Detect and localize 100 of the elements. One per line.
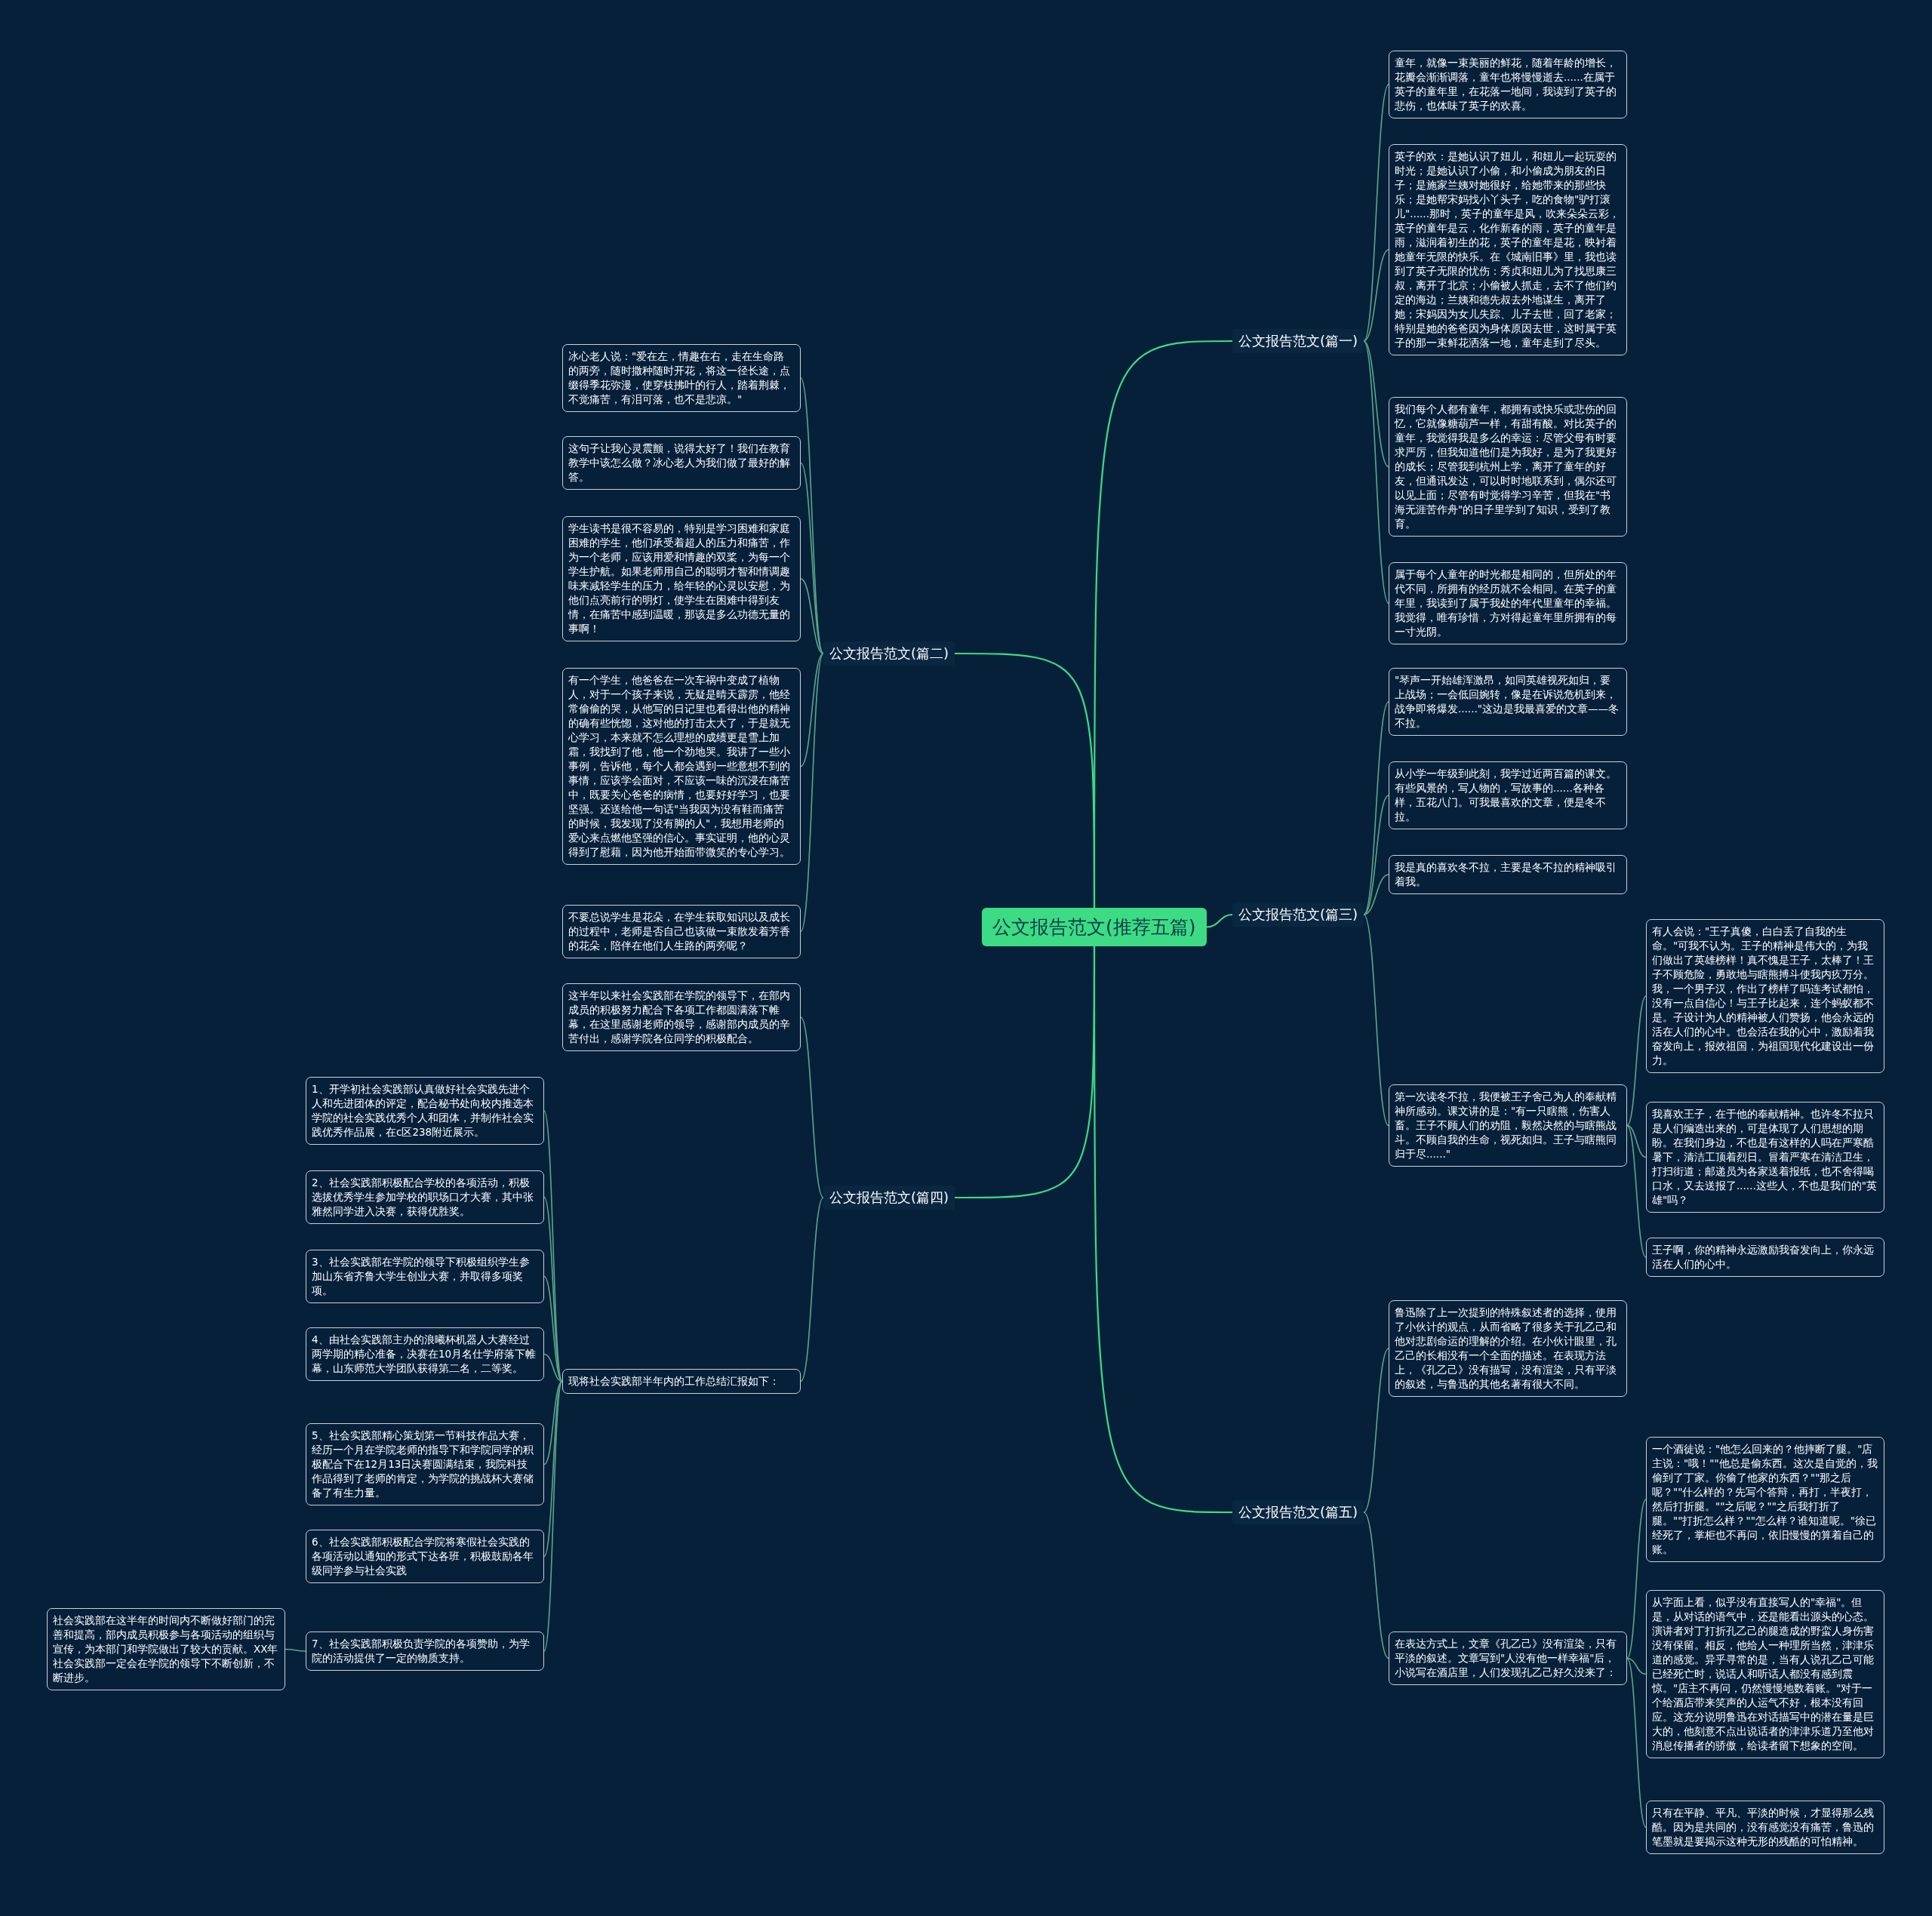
topic-text: 这半年以来社会实践部在学院的领导下，在部内成员的积极努力配合下各项工作都圆满落下帷幕，在这里感谢老师的领导，感谢部内成员的辛苦付出，感谢学院各位同学的积极配合。 bbox=[568, 989, 790, 1044]
text-card bbox=[1389, 1632, 1627, 1685]
text-card bbox=[1646, 1801, 1884, 1854]
text-card bbox=[1646, 1238, 1884, 1277]
topic-text: 我们每个人都有童年，都拥有或快乐或悲伤的回忆，它就像糖葫芦一样，有甜有酸。对比英子的童年，我觉得我是多么的幸运：尽管父母有时要求严厉，但我知道他们是为我好，是为了我更好的成长；尽管我到杭州上学，离开了童年的好友，但通讯发达，可以时时地联系到，偶尔还可以见上面；尽管有时觉得学习辛苦，但我在"书海无涯苦作舟"的日子里学到了知识，受到了教育。 bbox=[1395, 403, 1617, 530]
topic-text: 公文报告范文(推荐五篇) bbox=[992, 916, 1196, 938]
topic-text: 不要总说学生是花朵，在学生获取知识以及成长的过程中，老师是否自己也该做一束散发着芳香的花朵，陪伴在他们人生路的两旁呢？ bbox=[568, 911, 790, 952]
connector-line bbox=[1363, 1512, 1389, 1659]
topic-text: 公文报告范文(篇二) bbox=[829, 645, 949, 661]
text-card bbox=[306, 1170, 544, 1224]
connector-line bbox=[1626, 1657, 1647, 1675]
topic-text: 冰心老人说："爱在左，情趣在右，走在生命路的两旁，随时撒种随时开花，将这一径长途，点缀得季花弥漫，使穿枝拂叶的行人，踏着荆棘，不觉痛苦，有泪可落，也不是悲凉。" bbox=[568, 350, 790, 405]
connector-line bbox=[1363, 1348, 1389, 1513]
topic-text: 3、社会实践部在学院的领导下积极组织学生参加山东省齐鲁大学生创业大赛，并取得多项奖项。 bbox=[312, 1256, 530, 1296]
connector-line bbox=[1363, 84, 1389, 342]
connector-line bbox=[1206, 913, 1233, 928]
topic-text: 7、社会实践部积极负责学院的各项赞助，为学院的活动提供了一定的物质支持。 bbox=[312, 1638, 530, 1664]
topic-text: "琴声一开始雄浑激昂，如同英雄视死如归，要上战场；一会低回婉转，像是在诉说危机到来，战争即将爆发......"这边是我最喜爱的文章——冬不拉。 bbox=[1395, 674, 1619, 729]
text-card bbox=[1389, 51, 1627, 118]
topic-text: 我喜欢王子，在于他的奉献精神。也许冬不拉只是人们编造出来的，可是体现了人们思想的期盼。在我们身边，不也是有这样的人吗在严寒酷暑下，清洁工顶着烈日。冒着严寒在清洁卫生，打扫街道；邮递员为各家送着报纸，也不舍得喝口水，又去送报了......这些人，不也是我们的"英雄"吗？ bbox=[1652, 1108, 1877, 1206]
topic-text: 童年，就像一束美丽的鲜花，随着年龄的增长，花瓣会渐渐调落，童年也将慢慢逝去......在属于英子的童年里，在花落一地间，我读到了英子的悲伤，也体味了英子的欢喜。 bbox=[1395, 57, 1617, 112]
connector-line bbox=[800, 377, 824, 654]
topic-text: 公文报告范文(篇三) bbox=[1238, 906, 1358, 922]
topic-text: 社会实践部在这半年的时间内不断做好部门的完善和提高，部内成员积极参与各项活动的组织与宣传，为本部门和学院做出了较大的贡献。XX年社会实践部一定会在学院的领导下不断创新，不断进步。 bbox=[53, 1614, 278, 1684]
text-card bbox=[562, 983, 801, 1051]
text-card bbox=[306, 1327, 544, 1381]
text-card bbox=[1646, 1102, 1884, 1213]
connector-line bbox=[1626, 1657, 1647, 1828]
text-card bbox=[306, 1530, 544, 1583]
connector-line bbox=[800, 653, 824, 933]
connector-line bbox=[1363, 914, 1389, 1127]
text-card bbox=[47, 1608, 285, 1690]
connector-line bbox=[800, 1197, 824, 1382]
text-card bbox=[306, 1077, 544, 1145]
topic-text: 第一次读冬不拉，我便被王子舍己为人的奉献精神所感动。课文讲的是："有一只瞎熊，伤害人畜。王子不顾人们的劝阻，毅然决然的与瞎熊战斗。不顾自我的生命，视死如归。王子与瞎熊同归于尽......" bbox=[1395, 1090, 1617, 1160]
connector-line bbox=[1363, 874, 1389, 915]
text-card bbox=[1389, 761, 1627, 829]
topic-text: 一个酒徒说："他怎么回来的？他摔断了腿。"店主说："哦！""他总是偷东西。这次是自觉的，我偷到了丁家。你偷了他家的东西？""那之后呢？""什么样的？先写个答辩，再打，半夜打，然后打折腿。""之后呢？""之后我打折了腿。""打折怎么样？""怎么样？谁知道呢。"徐已经死了，掌柜也不再问，依旧慢慢的算着自己的账。 bbox=[1652, 1443, 1878, 1555]
topic-text: 只有在平静、平凡、平淡的时候，才显得那么残酷。因为是共同的，没有感觉没有痛苦，鲁迅的笔墨就是要揭示这种无形的残酷的可怕精神。 bbox=[1652, 1807, 1874, 1847]
text-card bbox=[562, 1369, 801, 1394]
topic-text: 有人会说："王子真傻，白白丢了自我的生命。"可我不认为。王子的精神是伟大的，为我们做出了英雄榜样！真不愧是王子，太棒了！王子不顾危险，勇敢地与瞎熊搏斗使我内疚万分。我，一个男子汉，作出了榜样了吗连考试都怕，没有一点自信心！与王子比起来，连个蚂蚁都不是。子设计为人的精神被人们赞扬，他会永远的活在人们的心中。也会活在我的心中，激励着我奋发向上，报效祖国，为祖国现代化建设出一份力。 bbox=[1652, 925, 1874, 1066]
topic-text: 这句子让我心灵震颤，说得太好了！我们在教育教学中该怎么做？冰心老人为我们做了最好的解答。 bbox=[568, 442, 790, 483]
topic-text: 1、开学初社会实践部认真做好社会实践先进个人和先进团体的评定，配合秘书处向校内推选本学院的社会实践优秀个人和团体，并制作社会实践优秀作品展，在c区238附近展示。 bbox=[312, 1083, 534, 1138]
connector-line bbox=[1363, 340, 1389, 468]
text-card bbox=[562, 344, 801, 412]
topic-text: 4、由社会实践部主办的浪曦杯机器人大赛经过两学期的精心准备，决赛在10月名仕学府落下帷幕，山东师范大学团队获得第二名，二等奖。 bbox=[312, 1333, 537, 1374]
topic-text: 从字面上看，似乎没有直接写人的"幸福"。但是，从对话的语气中，还是能看出源头的心态。演讲者对丁打折孔乙己的腿造成的野蛮人身伤害没有保留。相反，他给人一种理所当然，津津乐道的感觉。异乎寻常的是，当有人说孔乙己可能已经死亡时，说话人和听话人都没有感到震惊。"店主不再问，仍然慢慢地数着账。"对于一个给酒店带来笑声的人运气不好，根本没有回应。这充分说明鲁迅在对话描写中的潜在量是巨大的，他刻意不点出说话者的津津乐道乃至他对消息传播者的骄傲，给读者留下想象的空间。 bbox=[1652, 1596, 1874, 1751]
connector-line bbox=[955, 652, 1096, 908]
topic-text: 属于每个人童年的时光都是相同的，但所处的年代不同，所拥有的经历就不会相同。在英子的童年里，我读到了属于我处的年代里童年的幸福。我觉得，唯有珍惜，方对得起童年里所拥有的每一寸光阴。 bbox=[1395, 568, 1617, 638]
branch-topic bbox=[823, 1186, 955, 1210]
connector-line bbox=[1363, 795, 1389, 915]
topic-text: 5、社会实践部精心策划第一节科技作品大赛，经历一个月在学院老师的指导下和学院同学的积极配合下在12月13日决赛圆满结束，我院科技作品得到了老师的肯定，为学院的挑战杯大赛储备了有生力量。 bbox=[312, 1429, 534, 1499]
text-card bbox=[562, 905, 801, 958]
topic-text: 公文报告范文(篇五) bbox=[1238, 1504, 1358, 1520]
connector-line bbox=[543, 1353, 563, 1382]
connector-line bbox=[800, 653, 824, 767]
topic-text: 从小学一年级到此刻，我学过近两百篇的课文。有些风景的，写人物的，写故事的......各种各样，五花八门。可我最喜欢的文章，便是冬不拉。 bbox=[1395, 767, 1617, 823]
topic-text: 公文报告范文(篇四) bbox=[829, 1189, 949, 1205]
connector-line bbox=[543, 1275, 563, 1382]
connector-line bbox=[1093, 946, 1232, 1514]
text-card bbox=[1389, 1084, 1627, 1167]
connector-line bbox=[285, 1648, 306, 1652]
topic-text: 鲁迅除了上一次提到的特殊叙述者的选择，使用了小伙计的观点，从而省略了很多关于孔乙己和他对悲剧命运的理解的介绍。在小伙计眼里，孔乙己的长相没有一个全面的描述。在表现方法上，《孔乙己》没有描写，没有渲染，只有平淡的叙述，与鲁迅的其他名著有很大不同。 bbox=[1395, 1306, 1617, 1390]
connector-line bbox=[800, 462, 824, 654]
text-card bbox=[562, 516, 801, 641]
topic-text: 王子啊，你的精神永远激励我奋发向上，你永远活在人们的心中。 bbox=[1652, 1244, 1874, 1270]
text-card bbox=[1389, 855, 1627, 894]
branch-topic bbox=[1232, 1500, 1364, 1524]
connector-line bbox=[1626, 1499, 1647, 1659]
text-card bbox=[306, 1423, 544, 1505]
central-topic bbox=[982, 908, 1207, 946]
text-card bbox=[1389, 397, 1627, 537]
topic-text: 6、社会实践部积极配合学院将寒假社会实践的各项活动以通知的形式下达各班，积极鼓励各年级同学参与社会实践 bbox=[312, 1536, 534, 1576]
text-card bbox=[306, 1632, 544, 1671]
topic-text: 有一个学生，他爸爸在一次车祸中变成了植物人，对于一个孩子来说，无疑是晴天霹雳，他经常偷偷的哭，从他写的日记里也看得出他的精神的确有些恍惚，这对他的打击太大了，于是就无心学习，本来就不怎么理想的成绩更是雪上加霜，我找到了他，他一个劲地哭。我讲了一些小事例，告诉他，每个人都会遇到一些意想不到的事情，应该学会面对，不应该一味的沉浸在痛苦中，既要关心爸爸的病情，也要好好学习，也要坚强。还送给他一句话"当我因为没有鞋而痛苦的时候，我发现了没有脚的人"，我想用老师的爱心来点燃他坚强的信心。事实证明，他的心灵得到了慰藉，因为他开始面带微笑的专心学习。 bbox=[568, 674, 790, 858]
connector-line bbox=[1626, 1124, 1647, 1158]
branch-topic bbox=[823, 641, 955, 666]
text-card bbox=[306, 1250, 544, 1303]
topic-text: 公文报告范文(篇一) bbox=[1238, 333, 1358, 349]
topic-text: 我是真的喜欢冬不拉，主要是冬不拉的精神吸引着我。 bbox=[1395, 861, 1617, 887]
topic-text: 学生读书是很不容易的，特别是学习困难和家庭困难的学生，他们承受着超人的压力和痛苦，作为一个老师，应该用爱和情趣的双桨，为每一个学生护航。如果老师用自己的聪明才智和情调趣味来减轻学生的压力，给年轻的心灵以安慰，为他们点亮前行的明灯，使学生在困难中得到友情，在痛苦中感到温暖，那该是多么功德无量的事啊！ bbox=[568, 522, 790, 635]
connector-line bbox=[1363, 249, 1389, 342]
branch-topic bbox=[1232, 903, 1364, 927]
topic-text: 2、社会实践部积极配合学校的各项活动，积极选拔优秀学生参加学校的职场口才大赛，其中张雅然同学进入决赛，获得优胜奖。 bbox=[312, 1176, 534, 1217]
text-card bbox=[1646, 1437, 1884, 1562]
connector-line bbox=[1363, 340, 1389, 604]
connector-line bbox=[543, 1380, 563, 1465]
text-card bbox=[1389, 562, 1627, 644]
connector-line bbox=[1626, 995, 1647, 1127]
connector-line bbox=[800, 1016, 824, 1198]
text-card bbox=[1389, 1300, 1627, 1397]
text-card bbox=[562, 436, 801, 490]
connector-line bbox=[800, 578, 824, 654]
branch-topic bbox=[1232, 329, 1364, 353]
topic-text: 英子的欢：是她认识了妞儿，和妞儿一起玩耍的时光；是她认识了小偷，和小偷成为朋友的日子；是施家兰姨对她很好，给她带来的那些快乐；是她帮宋妈找小丫头子，吃的食物"驴打滚儿"......那时，英子的童年是风，吹来朵朵云彩，英子的童年是云，化作新春的雨，英子的童年是雨，滋润着初生的花，英子的童年是花，映衬着她童年无限的快乐。在《城南旧事》里，我也读到了英子无限的忧伤：秀贞和妞儿为了找思康三叔，离开了北京；小偷被人抓走，去不了他们约定的海边；兰姨和德先叔去外地谋生，离开了她；宋妈因为女儿失踪、儿子去世，回了老家；特别是她的爸爸因为身体原因去世，这时属于英子的那一束鲜花洒落一地，童年走到了尽头。 bbox=[1395, 150, 1620, 349]
topic-text: 现将社会实践部半年内的工作总结汇报如下： bbox=[568, 1375, 780, 1387]
connector-line bbox=[1626, 1124, 1647, 1258]
topic-text: 在表达方式上，文章《孔乙己》没有渲染，只有平淡的叙述。文章写到"人没有他一样幸福"后，小说写在酒店里，人们发现孔乙己好久没来了： bbox=[1395, 1638, 1617, 1678]
connector-line bbox=[543, 1380, 563, 1652]
text-card bbox=[1389, 668, 1627, 736]
